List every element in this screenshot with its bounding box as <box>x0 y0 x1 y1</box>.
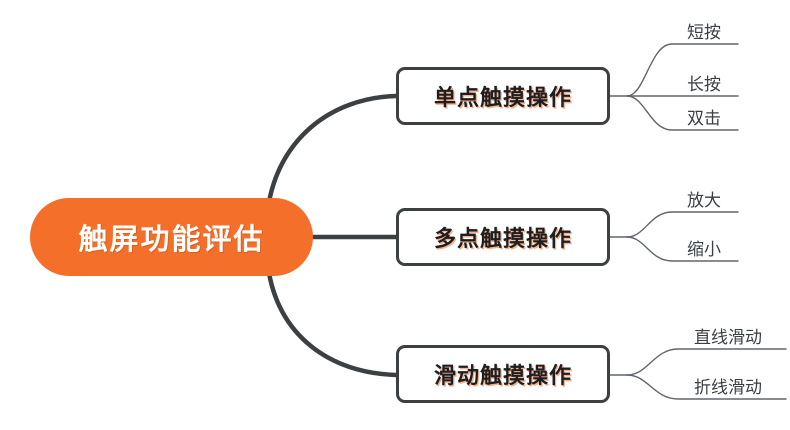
branch-node-1-label: 单点触摸操作 <box>433 85 572 110</box>
leaf-node-3-2[interactable]: 折线滑动 <box>672 373 784 398</box>
leaf-line-3-2 <box>626 374 787 400</box>
leaf-node-2-2[interactable]: 缩小 <box>668 235 740 260</box>
leaf-line-2-1 <box>626 211 739 238</box>
leaf-node-1-2[interactable]: 长按 <box>668 70 740 95</box>
branch-node-1[interactable]: 单点触摸操作 <box>396 67 610 125</box>
leaf-line-1-1 <box>626 43 739 97</box>
branch-node-2-label: 多点触摸操作 <box>433 226 572 251</box>
leaf-line-3-1 <box>626 348 787 376</box>
leaf-node-1-3[interactable]: 双击 <box>668 104 740 129</box>
leaf-node-1-3-label: 双击 <box>687 109 721 128</box>
root-node-label: 触屏功能评估 <box>78 224 265 256</box>
branch-node-3-label: 滑动触摸操作 <box>433 363 572 388</box>
root-node[interactable]: 触屏功能评估 <box>30 198 313 276</box>
leaf-node-2-1[interactable]: 放大 <box>668 186 740 211</box>
leaf-node-1-1[interactable]: 短按 <box>668 18 740 43</box>
leaf-node-1-1-label: 短按 <box>687 23 721 42</box>
branch-node-3[interactable]: 滑动触摸操作 <box>396 345 610 403</box>
leaf-node-2-1-label: 放大 <box>687 191 721 210</box>
leaf-node-3-1[interactable]: 直线滑动 <box>672 323 784 348</box>
leaf-node-1-2-label: 长按 <box>687 75 721 94</box>
leaf-node-3-1-label: 直线滑动 <box>694 328 762 347</box>
leaf-line-2-2 <box>626 236 739 262</box>
branch-node-2[interactable]: 多点触摸操作 <box>396 208 610 266</box>
leaf-line-1-3 <box>626 95 739 131</box>
leaf-node-3-2-label: 折线滑动 <box>694 378 762 397</box>
connector-root-to-branch-3 <box>265 264 399 378</box>
connector-root-to-branch-1 <box>265 93 399 211</box>
leaf-node-2-2-label: 缩小 <box>687 240 721 259</box>
